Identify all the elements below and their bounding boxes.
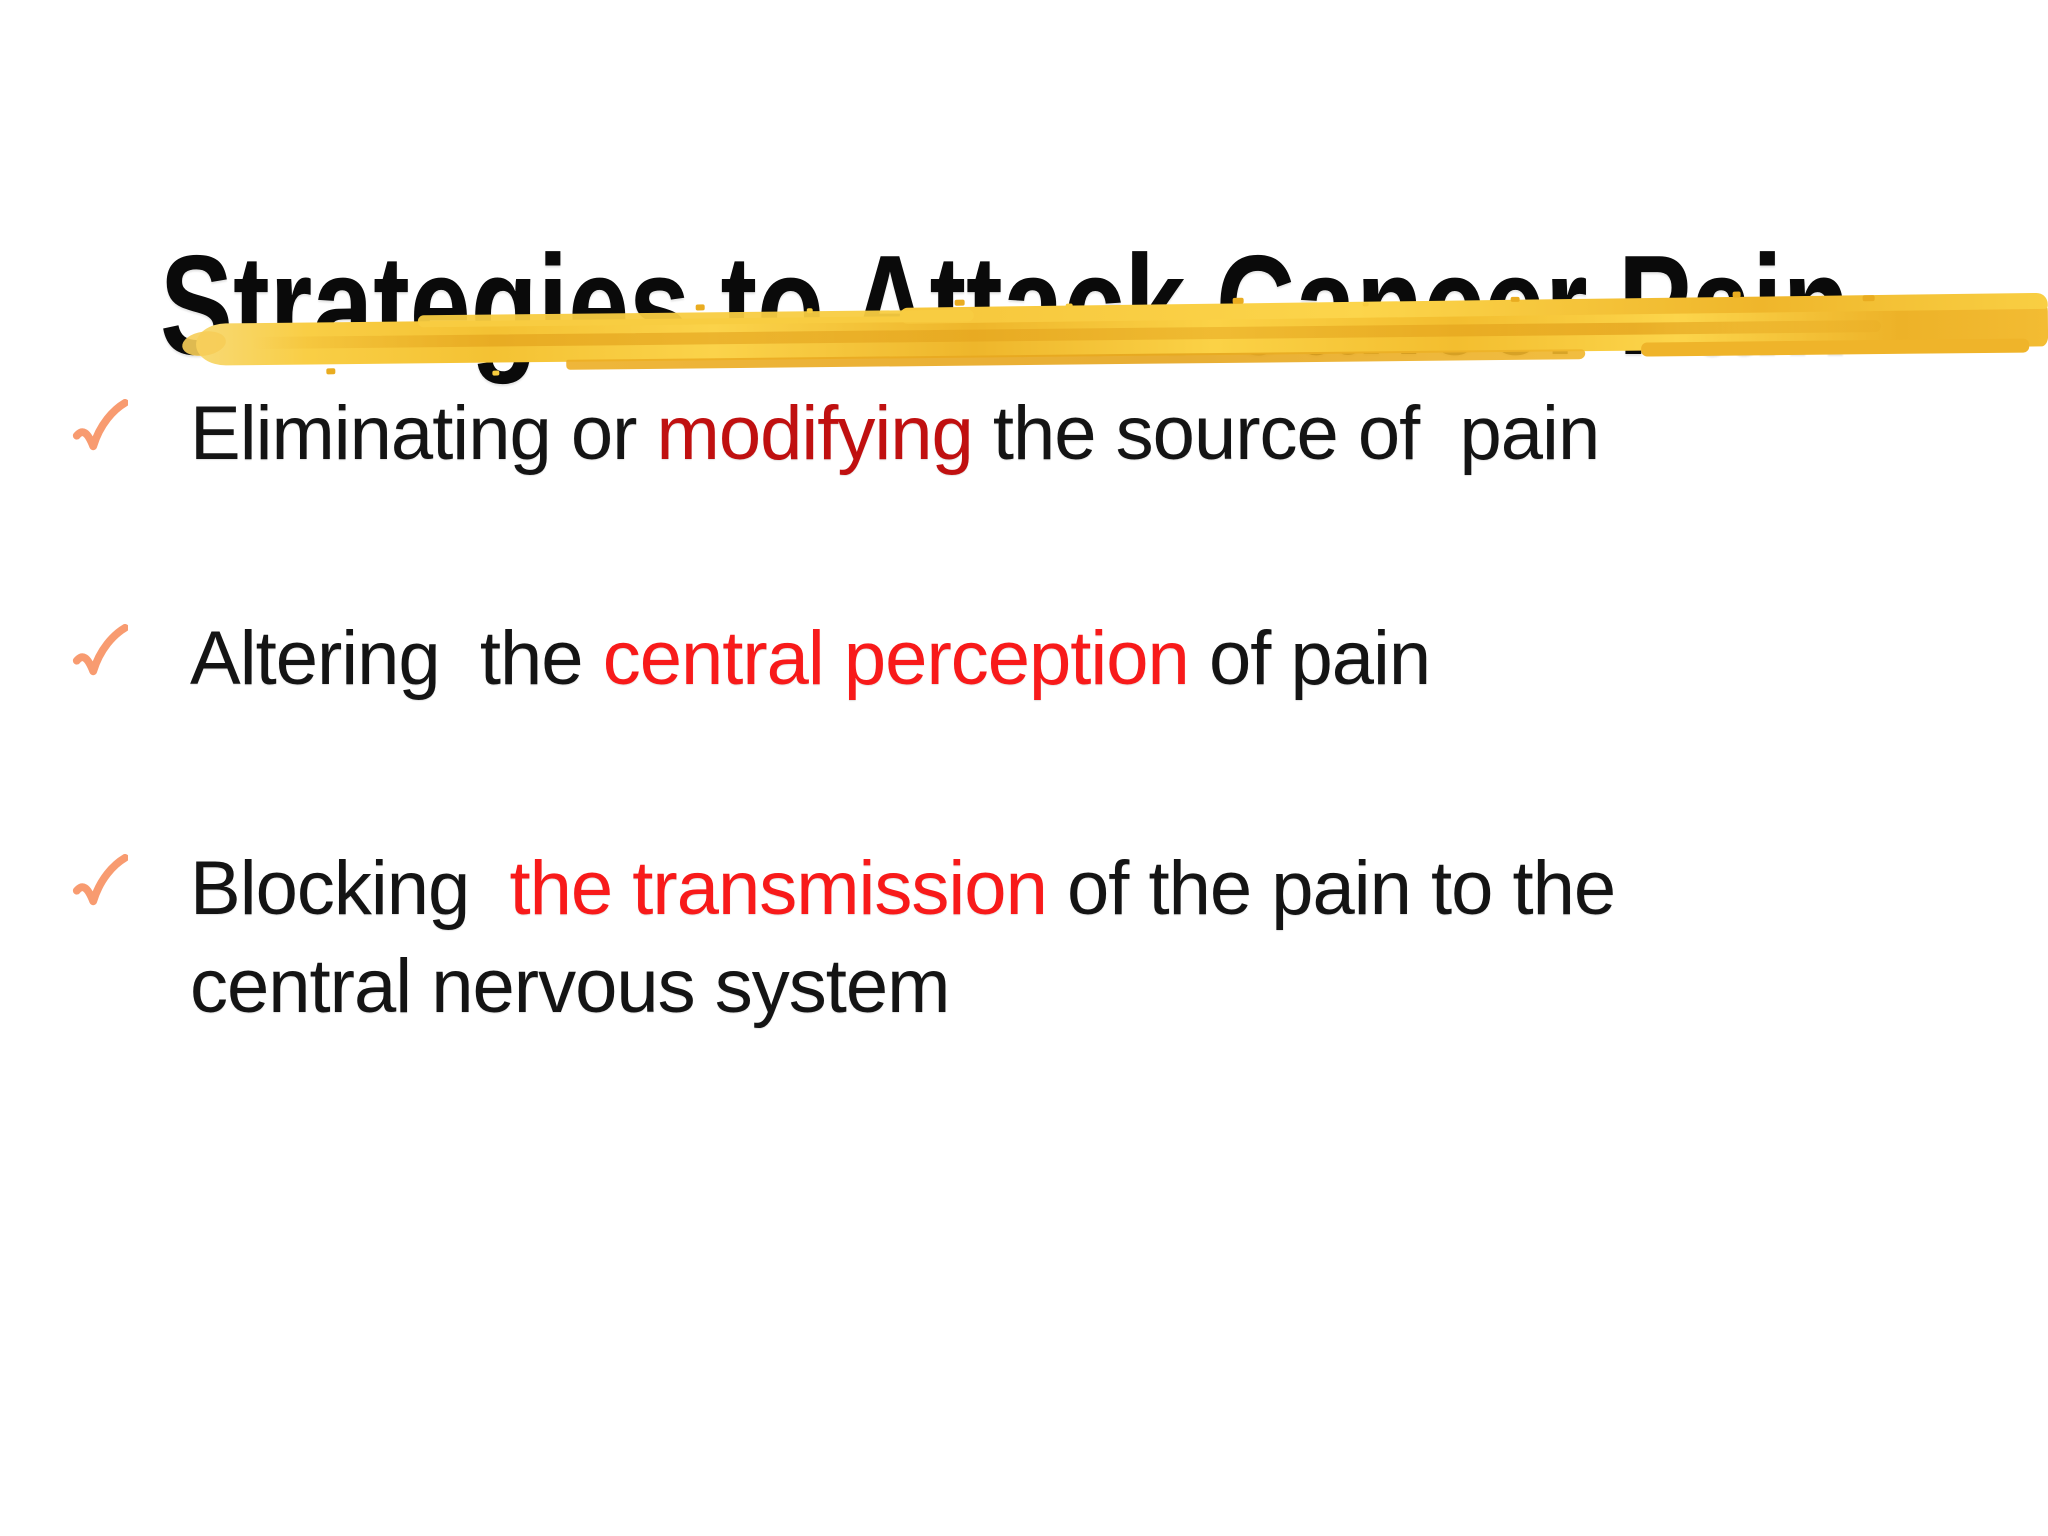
bullet-text-segment: the transmission — [509, 846, 1048, 931]
bullet-text-segment: of the pain to the central nervous syste… — [190, 846, 1636, 1029]
bullet-text-segment: modifying — [656, 391, 974, 476]
checkmark-icon — [72, 399, 128, 451]
list-item: Eliminating or modifying the source of p… — [0, 385, 2048, 483]
list-item: Blocking the transmission of the pain to… — [0, 840, 2048, 1036]
bullet-text: Altering the central perception of pain — [190, 610, 1630, 708]
bullet-text-segment: the source of pain — [972, 391, 1600, 476]
bullet-text: Blocking the transmission of the pain to… — [190, 840, 1630, 1036]
bullet-text-segment: central perception — [602, 616, 1190, 701]
bullet-text-segment: of pain — [1188, 616, 1431, 701]
bullet-text: Eliminating or modifying the source of p… — [190, 385, 1630, 483]
checkmark-icon — [72, 854, 128, 906]
list-item: Altering the central perception of pain — [0, 610, 2048, 708]
bullet-text-segment: Altering the — [190, 616, 603, 701]
checkmark-icon — [72, 624, 128, 676]
bullet-text-segment: Blocking — [190, 846, 510, 931]
bullet-text-segment: Eliminating or — [190, 391, 657, 476]
